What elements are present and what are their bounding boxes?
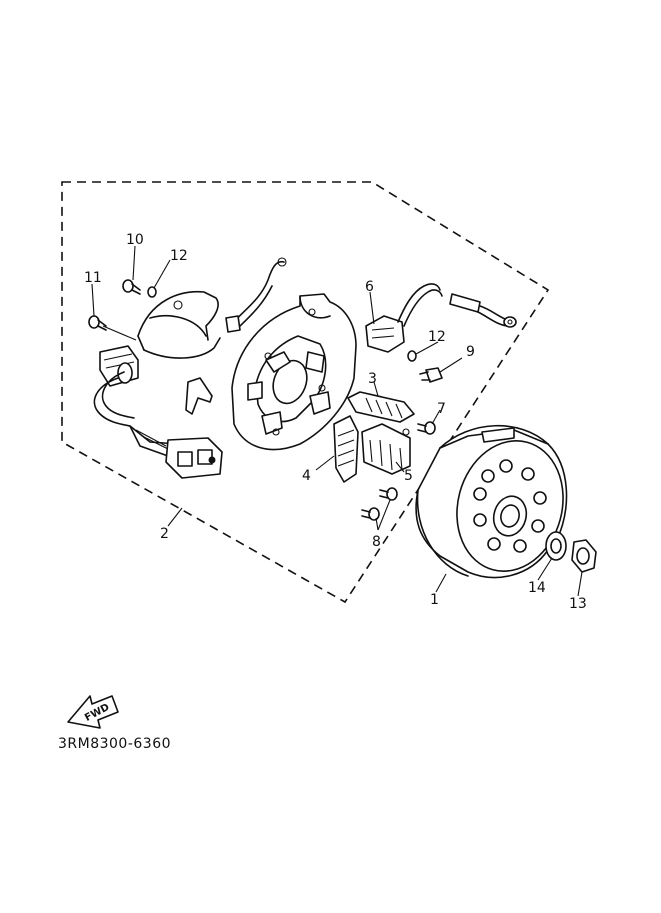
label-part-8: 8 [372, 534, 381, 550]
label-part-1: 1 [430, 592, 439, 608]
label-part-7: 7 [437, 401, 446, 417]
label-part-10: 10 [126, 232, 144, 248]
screw-7 [417, 421, 436, 435]
stator-base-plate [231, 293, 357, 451]
label-part-12-left: 12 [170, 248, 188, 264]
flywheel-rotor [415, 424, 568, 579]
washer-12-left [147, 286, 157, 298]
screw-8-upper [379, 487, 398, 501]
stator-coil-3 [347, 391, 415, 423]
washer [545, 531, 567, 561]
pickup-coil [365, 283, 517, 353]
label-part-3: 3 [368, 371, 377, 387]
label-part-12-right: 12 [428, 329, 446, 345]
screw-9 [419, 367, 443, 383]
label-part-4: 4 [302, 468, 311, 484]
lead-wire-bracket [137, 257, 287, 359]
flywheel-nut [571, 539, 597, 573]
stator-coil-5 [361, 423, 411, 475]
diagram-code: 3RM8300-6360 [58, 736, 171, 752]
label-part-11: 11 [84, 270, 102, 286]
label-part-5: 5 [404, 468, 413, 484]
washer-12-right [407, 350, 417, 362]
label-part-13: 13 [569, 596, 587, 612]
screw-11 [88, 315, 107, 331]
assembly-boundary [61, 181, 550, 604]
stator-coil-4 [333, 415, 359, 483]
screw-8-lower [361, 507, 380, 521]
label-part-6: 6 [365, 279, 374, 295]
label-part-2: 2 [160, 526, 169, 542]
wire-harness [93, 345, 223, 479]
fwd-arrow-icon: FWD [67, 695, 119, 729]
leader-lines [91, 245, 583, 597]
label-part-9: 9 [466, 344, 475, 360]
small-bracket [185, 377, 213, 415]
screw-10 [122, 279, 141, 295]
label-part-14: 14 [528, 580, 546, 596]
